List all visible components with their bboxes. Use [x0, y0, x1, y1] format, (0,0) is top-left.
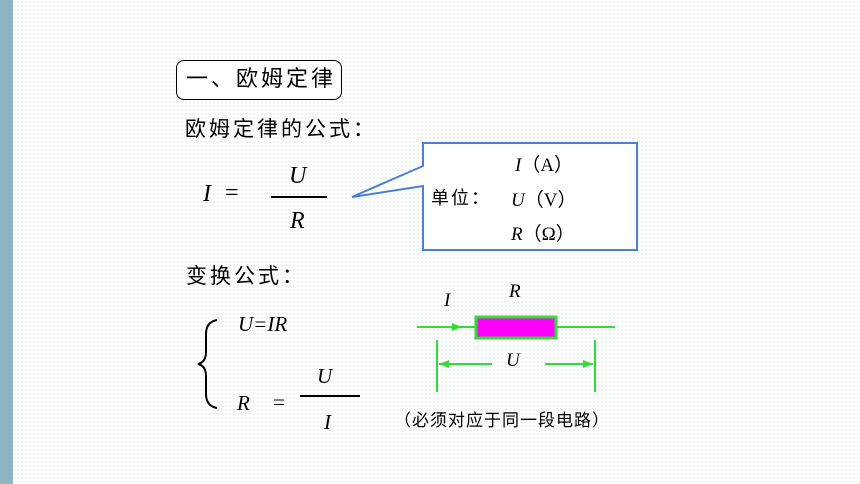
voltage-arrow-left-icon [439, 360, 449, 368]
transform-numerator: U [317, 364, 333, 388]
transform-heading: 变换公式： [186, 264, 306, 288]
current-label: I [444, 290, 451, 311]
unit-var: I [515, 155, 522, 176]
section-title: 一、欧姆定律 [176, 60, 342, 100]
transform-fraction-bar [300, 395, 360, 397]
unit-row-resistance: R（Ω） [511, 219, 575, 246]
voltage-label: U [506, 350, 520, 371]
formula-denominator: R [290, 208, 305, 234]
units-callout [351, 142, 638, 251]
unit-row-current: I（A） [515, 150, 573, 177]
formula-heading: 欧姆定律的公式： [185, 117, 377, 141]
unit-value: （V） [524, 190, 577, 211]
unit-value: （Ω） [522, 224, 575, 245]
transform-lhs: R [237, 391, 250, 415]
brace-icon [197, 319, 218, 409]
transform-formula-1: U=IR [238, 312, 288, 336]
unit-var: R [511, 224, 523, 245]
unit-var: U [511, 190, 525, 211]
formula-numerator: U [289, 163, 307, 189]
formula-equals: = [225, 180, 239, 206]
unit-row-voltage: U（V） [511, 185, 576, 212]
units-label: 单位： [431, 188, 491, 209]
transform-equals: = [273, 390, 285, 414]
transform-denominator: I [324, 410, 331, 434]
formula-fraction-bar [271, 196, 327, 198]
voltage-arrow-right-icon [583, 360, 593, 368]
circuit-note: （必须对应于同一段电路） [394, 411, 610, 431]
formula-lhs: I [203, 181, 211, 207]
resistor-label: R [509, 281, 521, 302]
resistor [474, 315, 558, 340]
left-accent-bar [0, 0, 13, 484]
unit-value: （A） [521, 155, 574, 176]
current-arrow-icon [452, 323, 462, 331]
